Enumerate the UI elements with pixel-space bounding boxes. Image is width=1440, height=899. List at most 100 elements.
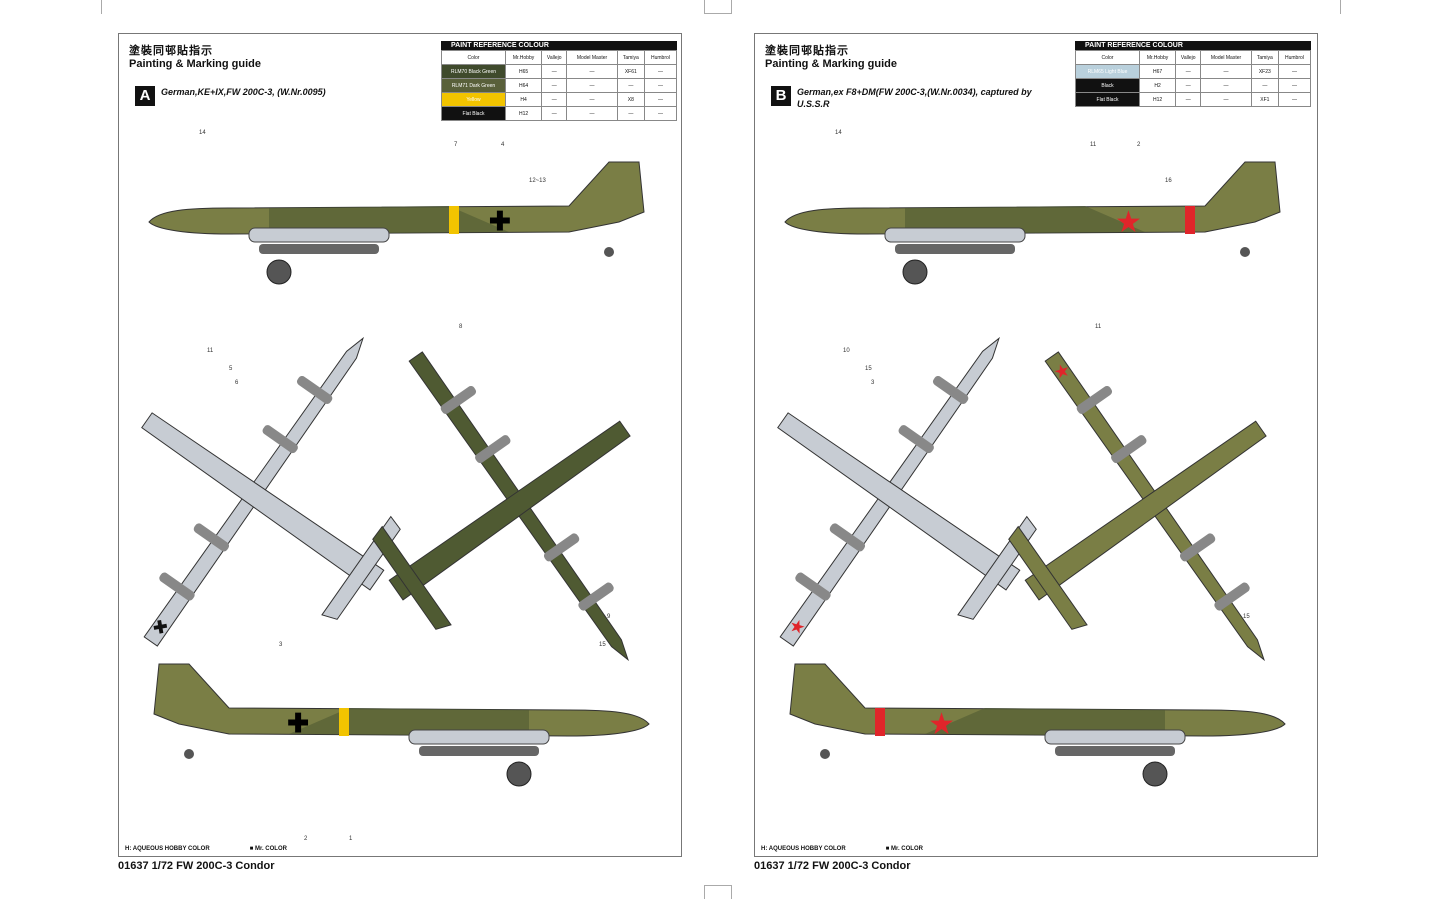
table-cell: H2 — [1138, 78, 1177, 93]
engine-nacelle — [408, 729, 550, 745]
engine — [829, 523, 866, 552]
plan-view-aircraft: ★ — [1008, 351, 1267, 662]
plan-view-aircraft: ★ — [777, 336, 1037, 647]
callout-number: 7 — [454, 142, 458, 148]
table-cell: XF61 — [616, 64, 645, 79]
crop-mark — [704, 885, 732, 899]
camo-pattern — [925, 708, 1165, 736]
callout-number: 10 — [843, 348, 850, 354]
callout-number: 14 — [835, 130, 842, 136]
engine — [475, 435, 511, 464]
table-header: Vallejo — [1175, 50, 1202, 65]
callout-number: 15 — [599, 642, 606, 648]
callout-number: 2 — [304, 836, 308, 842]
table-cell: — — [1175, 92, 1202, 107]
crop-mark — [1340, 0, 1354, 14]
table-cell: — — [1277, 78, 1312, 93]
legend-mr-color: ■ Mr. COLOR — [885, 846, 923, 852]
table-cell: — — [643, 106, 678, 121]
engine-nacelle — [884, 227, 1026, 243]
side-view-aircraft: ✚ — [153, 663, 650, 787]
fuselage — [141, 412, 385, 591]
callout-number: 8 — [459, 324, 463, 330]
fuselage-band — [875, 708, 885, 736]
callout-number: 5 — [229, 366, 233, 372]
fuselage — [777, 412, 1021, 591]
camo-pattern — [905, 206, 1145, 234]
fuselage-band — [449, 206, 459, 234]
side-view-aircraft: ★ — [789, 663, 1286, 787]
callout-number: 11 — [1095, 324, 1102, 330]
table-cell: H12 — [1138, 92, 1177, 107]
table-cell: — — [566, 92, 618, 107]
callout-number: 2 — [1137, 142, 1141, 148]
table-cell: H12 — [504, 106, 543, 121]
legend-aqueous: H: AQUEOUS HOBBY COLOR — [125, 846, 210, 852]
table-header: Tamiya — [1250, 50, 1279, 65]
table-cell: — — [1200, 92, 1252, 107]
fuselage — [388, 420, 631, 601]
table-cell: — — [541, 92, 568, 107]
table-cell: — — [1200, 64, 1252, 79]
engine — [262, 425, 298, 454]
red-star: ★ — [928, 708, 955, 741]
engine — [1076, 385, 1113, 414]
legend-aqueous: H: AQUEOUS HOBBY COLOR — [761, 846, 846, 852]
tailplane — [957, 515, 1037, 620]
scheme-letter: B — [771, 86, 791, 106]
color-swatch: Flat Black — [1075, 92, 1140, 107]
callout-number: 6 — [235, 380, 239, 386]
callout-number: 4 — [501, 142, 505, 148]
color-swatch: Yellow — [441, 92, 506, 107]
footer-title: 01637 1/72 FW 200C-3 Condor — [118, 860, 275, 872]
engine-nacelle — [248, 227, 390, 243]
crop-mark — [704, 0, 732, 14]
color-swatch: Flat Black — [441, 106, 506, 121]
table-header: Mr.Hobby — [1138, 50, 1177, 65]
red-star: ★ — [1115, 206, 1142, 239]
balkenkreuz: ✚ — [489, 206, 511, 236]
tail-wheel — [604, 247, 614, 257]
tailplane — [372, 525, 452, 630]
table-cell: — — [1175, 78, 1202, 93]
table-header: Color — [441, 50, 506, 65]
table-cell: XF1 — [1250, 92, 1279, 107]
table-cell: H65 — [504, 64, 543, 79]
table-cell: — — [541, 64, 568, 79]
bomb-gondola — [419, 746, 539, 756]
callout-number: 15 — [865, 366, 872, 372]
side-view-aircraft: ★ — [784, 161, 1281, 285]
table-cell: — — [643, 92, 678, 107]
table-cell: — — [541, 78, 568, 93]
scheme-description: German,ex F8+DM(FW 200C-3,(W.Nr.0034), c… — [797, 87, 1032, 109]
callout-number: 14 — [199, 130, 206, 136]
table-header: Model Master — [566, 50, 618, 65]
table-cell: H67 — [1138, 64, 1177, 79]
plan-view-aircraft — [372, 351, 631, 662]
fuselage — [1024, 420, 1267, 601]
color-swatch: RLM71 Dark Green — [441, 78, 506, 93]
callout-number: 3 — [871, 380, 875, 386]
caption-chinese: 塗裝同邨貼指示 — [765, 45, 849, 57]
plan-view-aircraft: ✖ — [141, 336, 401, 647]
footer-title: 01637 1/72 FW 200C-3 Condor — [754, 860, 911, 872]
engine — [1179, 533, 1216, 562]
table-cell: H64 — [504, 78, 543, 93]
table-cell: H4 — [504, 92, 543, 107]
tail-wheel — [820, 749, 830, 759]
table-cell: — — [566, 106, 618, 121]
table-cell: — — [1277, 64, 1312, 79]
table-header: Tamiya — [616, 50, 645, 65]
legend-note: H: AQUEOUS HOBBY COLOR ■ Mr. COLOR — [761, 846, 963, 852]
